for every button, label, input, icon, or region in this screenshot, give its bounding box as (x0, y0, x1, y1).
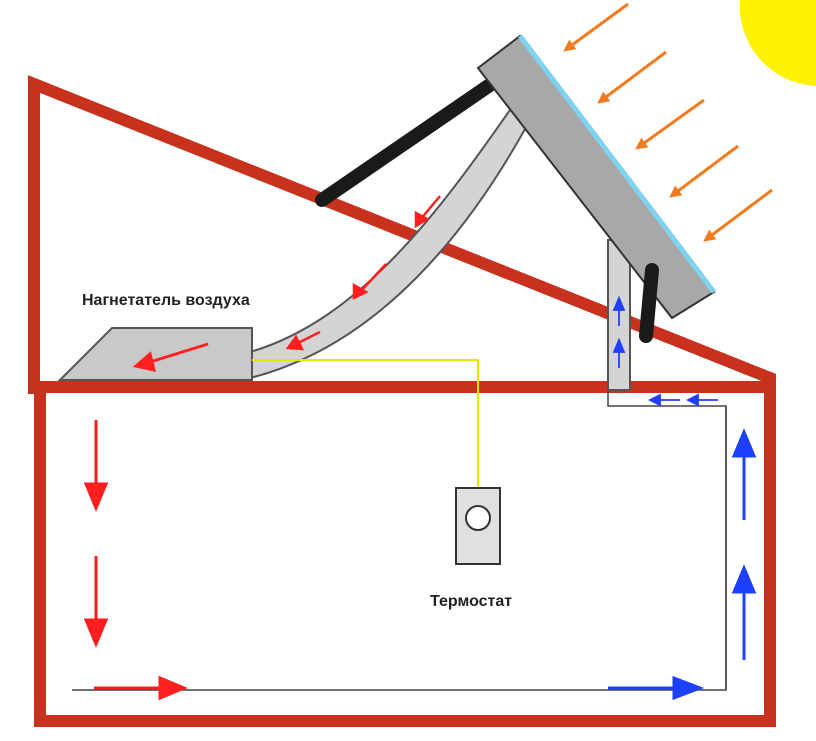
thermostat-wire (252, 359, 479, 488)
blower-icon (57, 327, 253, 381)
duct-cold-air-arrows (612, 295, 718, 407)
room-hot-air-arrows (83, 420, 188, 701)
collector-support-right (639, 263, 659, 343)
thermostat-dial (465, 505, 491, 531)
blower-outlet-arrow (132, 342, 209, 372)
hot-air-arrows-duct (285, 195, 441, 351)
cold-air-arrows (608, 428, 757, 701)
blower-label: Нагнетатель воздуха (82, 292, 250, 309)
thermostat-label: Термостат (430, 593, 512, 610)
collector-support-left (315, 71, 507, 207)
sun-rays (563, 2, 773, 242)
sun-icon (739, 0, 816, 86)
collector-glass (518, 34, 716, 294)
house-body (34, 381, 776, 727)
